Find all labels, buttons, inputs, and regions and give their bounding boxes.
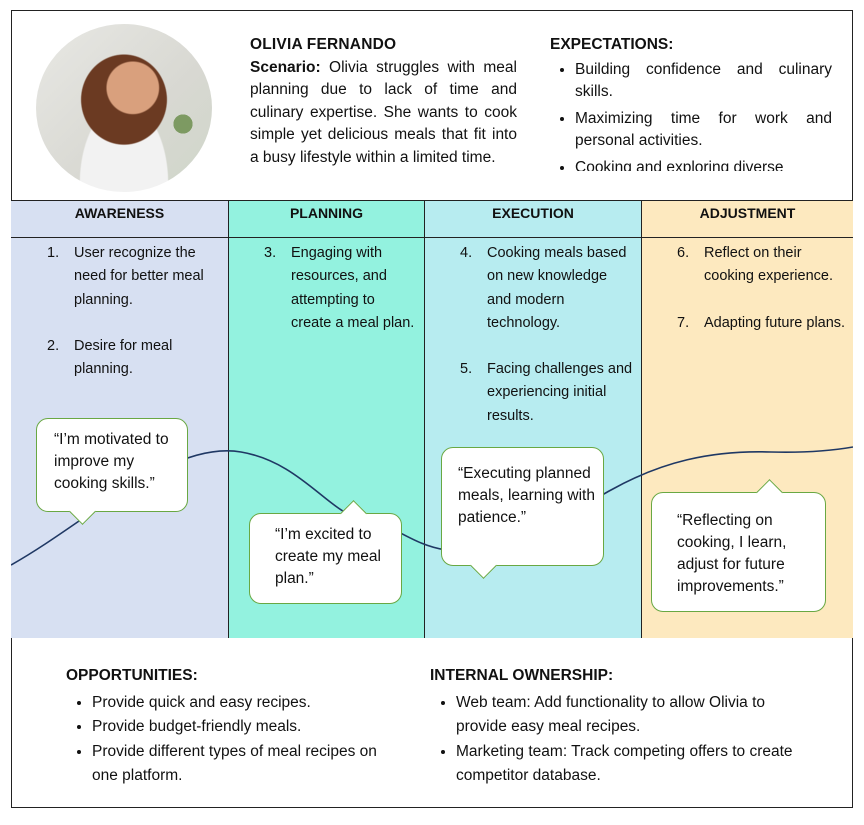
persona-scenario: Scenario: Olivia struggles with meal pla… (250, 57, 517, 170)
quote-bubble-awareness: “I’m motivated to improve my cooking ski… (36, 418, 188, 525)
persona-name: OLIVIA FERNANDO (250, 36, 397, 53)
ownership-item: Marketing team: Track competing offers t… (456, 740, 810, 789)
stage-steps: 1.User recognize the need for better mea… (11, 242, 228, 381)
persona-block: OLIVIA FERNANDO Scenario: Olivia struggl… (250, 34, 517, 169)
opportunity-item: Provide budget-friendly meals. (92, 715, 386, 740)
step-item: 4.Cooking meals based on new knowledge a… (460, 245, 627, 331)
stage-steps: 4.Cooking meals based on new knowledge a… (425, 242, 641, 428)
quote-bubble-execution: “Executing planned meals, learning with … (441, 447, 604, 579)
stage-execution: EXECUTION 4.Cooking meals based on new k… (425, 200, 642, 638)
opportunities-title: OPPORTUNITIES: (66, 667, 198, 684)
scenario-text: Olivia struggles with meal planning due … (250, 58, 517, 166)
persona-photo (36, 24, 212, 192)
ownership-list: Web team: Add functionality to allow Oli… (430, 691, 810, 789)
stage-header: PLANNING (229, 200, 424, 238)
opportunity-item: Provide different types of meal recipes … (92, 740, 386, 789)
step-item: 3.Engaging with resources, and attemptin… (264, 245, 415, 331)
quote-text: “Executing planned meals, learning with … (458, 465, 595, 526)
expectation-item: Building confidence and culinary skills. (575, 59, 832, 104)
step-item: 5.Facing challenges and experiencing ini… (460, 361, 633, 424)
stage-header: ADJUSTMENT (642, 200, 853, 238)
quote-text: “Reflecting on cooking, I learn, adjust … (677, 512, 787, 595)
step-item: 2.Desire for meal planning. (47, 337, 173, 378)
ownership-block: INTERNAL OWNERSHIP: Web team: Add functi… (430, 664, 810, 789)
step-item: 7.Adapting future plans. (677, 314, 846, 331)
stage-header: AWARENESS (11, 200, 228, 238)
opportunities-list: Provide quick and easy recipes. Provide … (66, 691, 386, 789)
quote-text: “I’m excited to create my meal plan.” (275, 526, 381, 587)
scenario-label: Scenario: (250, 58, 321, 76)
opportunities-block: OPPORTUNITIES: Provide quick and easy re… (66, 664, 386, 789)
opportunity-item: Provide quick and easy recipes. (92, 691, 386, 716)
expectation-item: Maximizing time for work and personal ac… (575, 108, 832, 153)
stage-header: EXECUTION (425, 200, 641, 238)
expectations-block: EXPECTATIONS: Building confidence and cu… (550, 34, 832, 171)
ownership-item: Web team: Add functionality to allow Oli… (456, 691, 810, 740)
expectation-item: Cooking and exploring diverse (575, 157, 832, 171)
expectations-title: EXPECTATIONS: (550, 36, 674, 53)
quote-bubble-planning: “I’m excited to create my meal plan.” (249, 500, 402, 604)
quote-text: “I’m motivated to improve my cooking ski… (54, 431, 169, 492)
expectations-list: Building confidence and culinary skills.… (550, 59, 832, 171)
ownership-title: INTERNAL OWNERSHIP: (430, 667, 614, 684)
stage-steps: 3.Engaging with resources, and attemptin… (229, 242, 424, 335)
step-item: 6.Reflect on their cooking experience. (677, 245, 833, 285)
step-item: 1.User recognize the need for better mea… (47, 245, 204, 308)
quote-bubble-adjustment: “Reflecting on cooking, I learn, adjust … (651, 479, 826, 612)
stage-steps: 6.Reflect on their cooking experience. 7… (642, 242, 853, 335)
